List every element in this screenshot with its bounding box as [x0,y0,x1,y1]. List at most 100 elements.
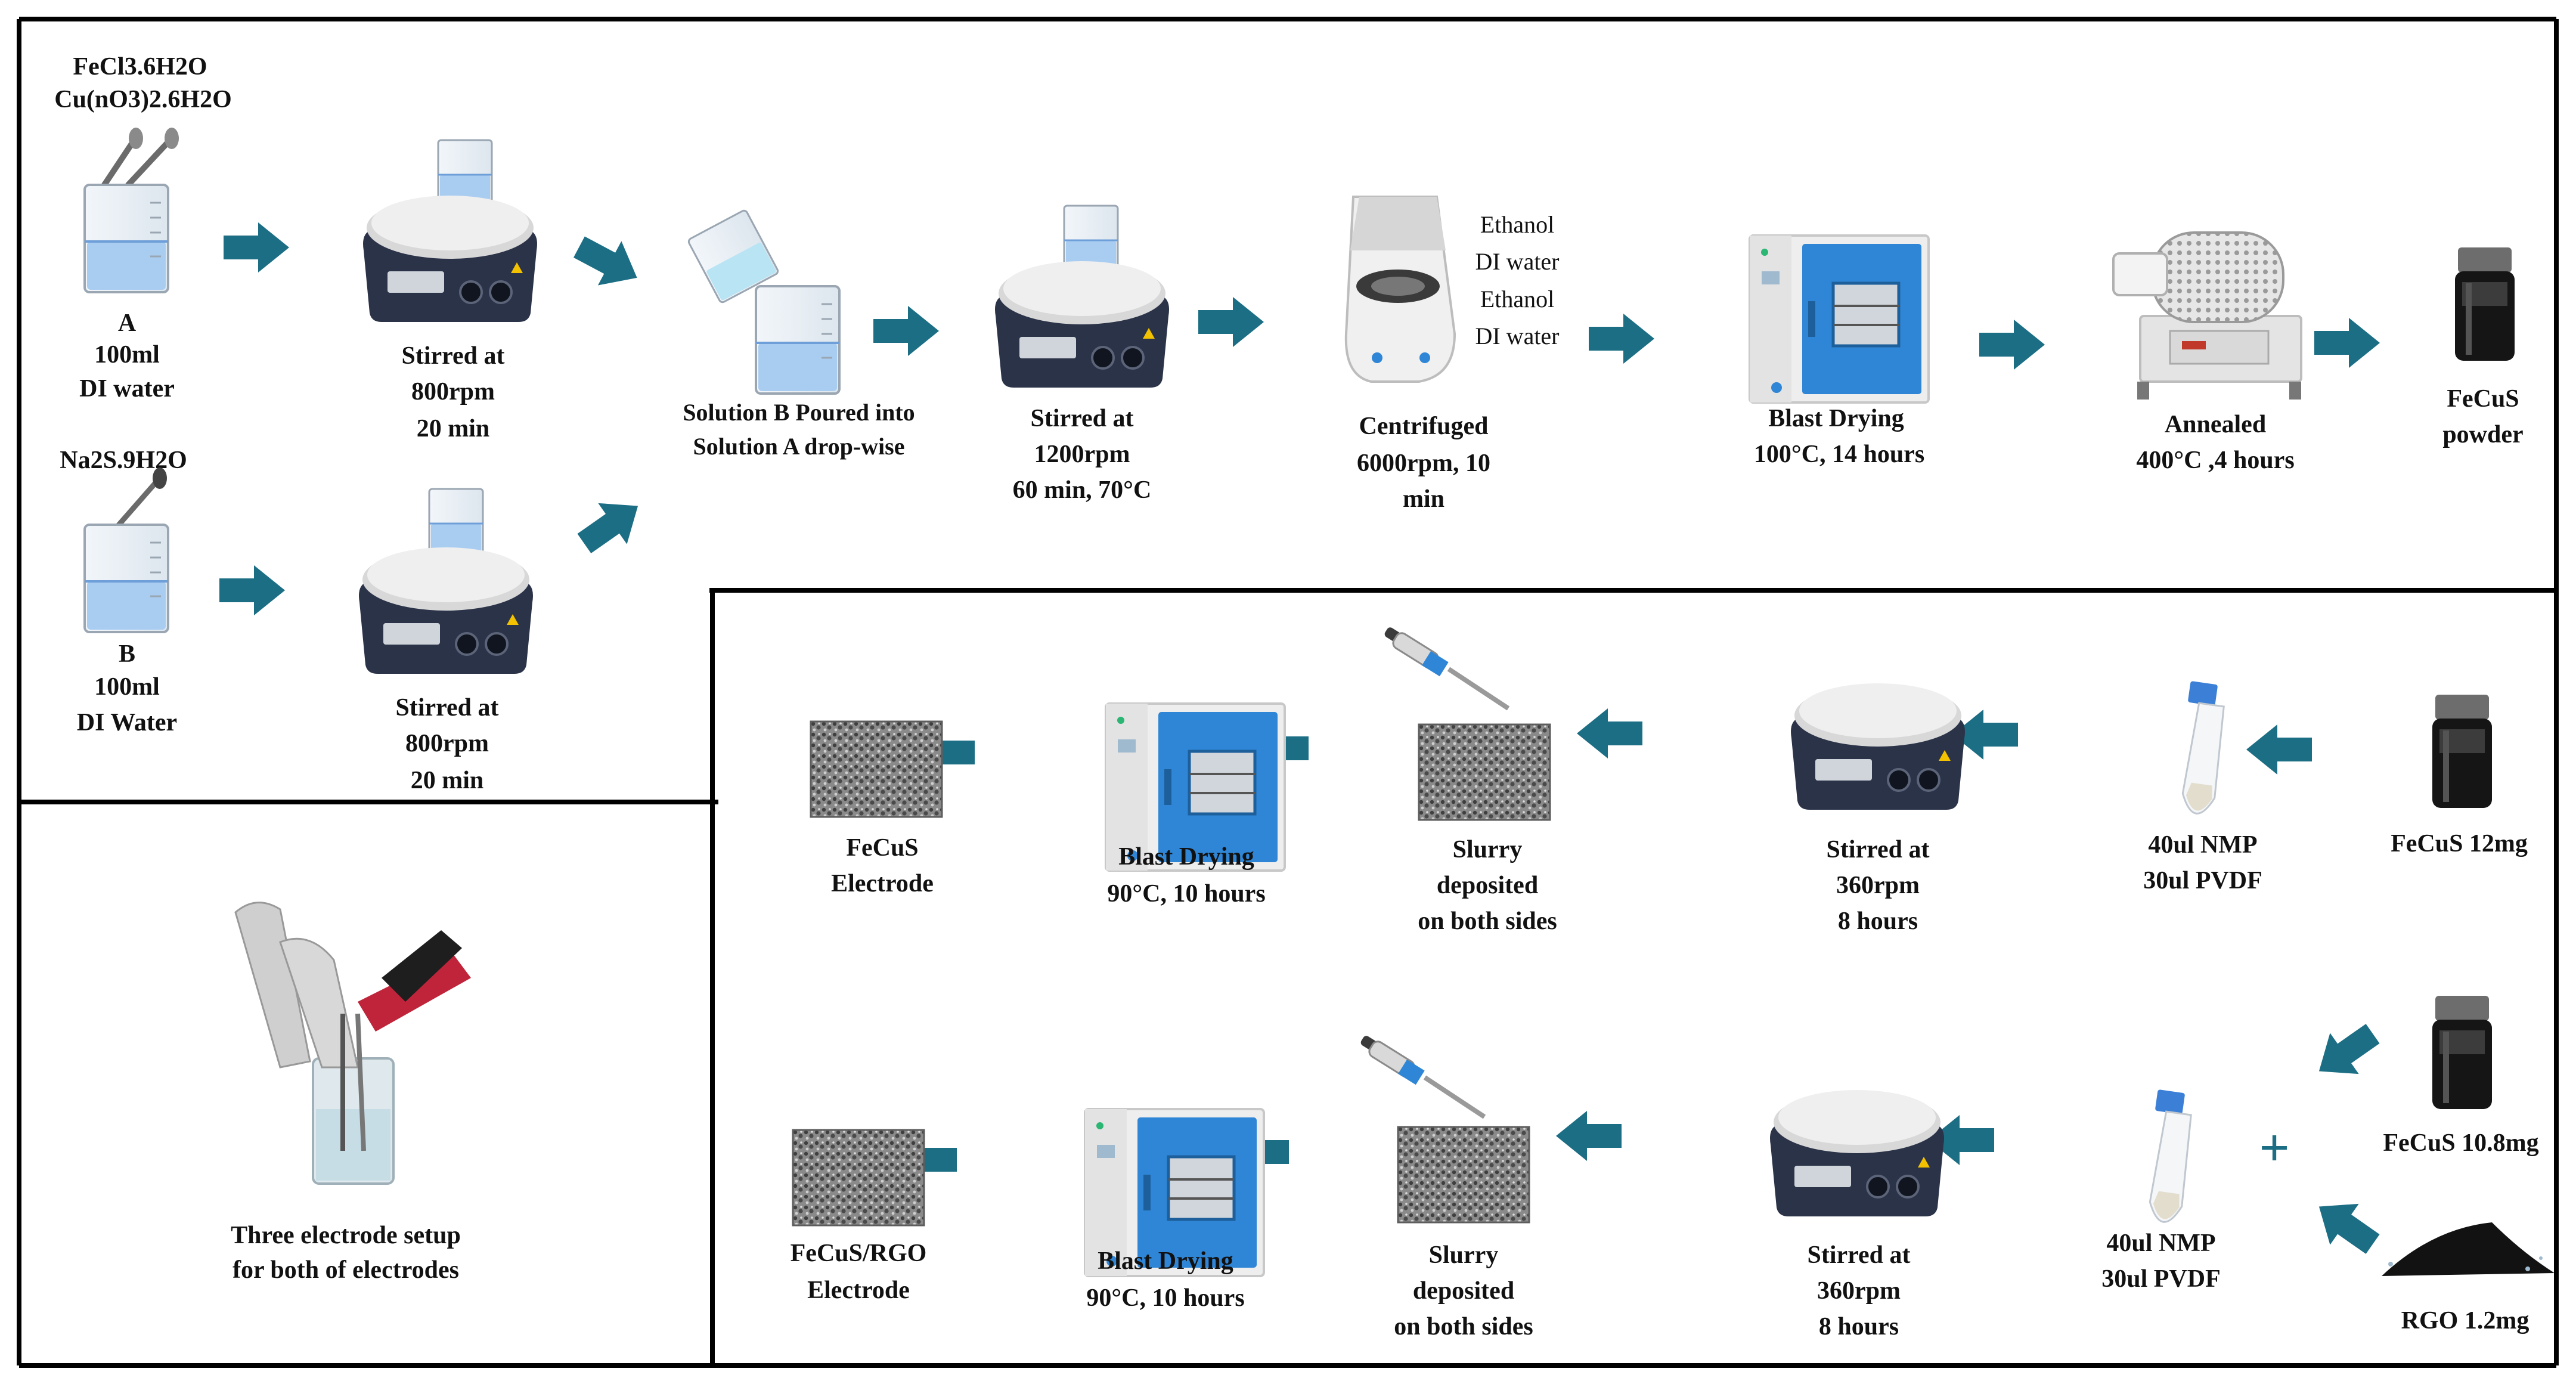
centrifuge-group: Ethanol DI water Ethanol DI water Centri… [1344,196,1560,513]
beaker-b-label-3: DI Water [77,709,177,736]
spatula-icon [101,128,179,188]
row1-electrode-group: FeCuS Electrode [810,720,943,897]
plus-sign: + [2259,1119,2289,1178]
arrow-right-icon [2314,318,2380,368]
row2-binder-label-1: 40ul NMP [2106,1230,2215,1257]
wash-label-4: DI water [1475,323,1559,349]
row2-stir-label-3: 8 hours [1819,1313,1899,1340]
arrow-diagonal-down-icon [567,225,649,300]
receiving-beaker-icon [755,285,841,395]
arrow-right-icon [219,565,285,615]
row1-binder-label-1: 40ul NMP [2148,831,2257,859]
setup-label-1: Three electrode setup [231,1222,461,1249]
magnetic-stirrer-icon [1790,682,1966,811]
centrifuge-tube-icon [2179,680,2228,817]
row1-dry-group: Blast Drying 90°C, 10 hours [1106,704,1285,908]
powder-vial-icon [2455,247,2515,361]
three-electrode-setup-group: Three electrode setup for both of electr… [231,902,471,1284]
row2-dry-group: Blast Drying 90°C, 10 hours [1085,1109,1264,1312]
stir-a-group: Stirred at 800rpm 20 min [362,139,538,442]
row2-powder-group: FeCuS 10.8mg [2383,996,2539,1157]
row1-stir-label-2: 360rpm [1836,872,1920,899]
row1-electrode-label-2: Electrode [831,870,934,897]
row1-stir-group: Stirred at 360rpm 8 hours [1790,682,1966,935]
reagent-a-label-2: Cu(nO3)2.6H2O [54,86,232,113]
anneal-label-1: Annealed [2165,411,2266,438]
centrifuge-label-2: 6000rpm, 10 [1357,450,1490,477]
anneal-label-2: 400°C ,4 hours [2136,447,2294,474]
pouring-beaker-icon [687,209,779,304]
powder-vial-icon [2432,996,2492,1109]
beaker-a-label-2: 100ml [94,341,160,369]
dropper-icon [113,467,167,531]
row1-slurry-group: Slurry deposited on both sides [1383,626,1557,935]
row1-powder-group: FeCuS 12mg [2391,695,2528,857]
nickel-foam-icon [792,1129,925,1227]
blast-drying-top-group: Blast Drying 100°C, 14 hours [1750,236,1929,468]
arrow-diagonal-icon [2304,1013,2388,1092]
row2-powder-label: FeCuS 10.8mg [2383,1129,2538,1157]
beaker-a-label-1: A [118,309,137,337]
arrow-left-icon [1556,1111,1622,1161]
anneal-group: Annealed 400°C ,4 hours [2112,231,2302,474]
centrifuge-label-3: min [1403,485,1444,513]
stir-a-label-1: Stirred at [401,342,504,370]
drying-oven-icon [1750,236,1929,402]
nickel-foam-icon [810,720,943,818]
row2-dry-label-2: 90°C, 10 hours [1086,1284,1244,1312]
row1-slurry-label-3: on both sides [1418,908,1557,935]
electrode-setup-photo [234,902,471,1185]
arrow-left-icon [2246,724,2312,775]
beaker-a-label-3: DI water [79,375,175,402]
row2-slurry-group: Slurry deposited on both sides [1359,1035,1533,1340]
row1-stir-label-3: 8 hours [1838,908,1918,935]
reagent-a-label-1: FeCl3.6H2O [73,53,207,80]
stir-a-label-2: 800rpm [411,378,495,405]
stir-a-label-3: 20 min [417,415,490,442]
arrow-right-icon [873,306,939,356]
dry-top-label-1: Blast Drying [1768,405,1904,432]
stir-c-label-2: 1200rpm [1034,441,1130,468]
pipette-icon [1359,1035,1484,1117]
arrow-right-icon [224,222,289,272]
row2-stir-group: Stirred at 360rpm 8 hours [1769,1089,1945,1340]
stir-b-label-1: Stirred at [395,694,498,721]
wash-label-2: DI water [1475,248,1559,275]
row1-binder-label-2: 30ul PVDF [2143,867,2262,894]
arrow-right-icon [1979,320,2045,370]
magnetic-stirrer-icon [1769,1089,1945,1218]
row2-stir-label-2: 360rpm [1817,1277,1901,1305]
setup-label-2: for both of electrodes [233,1256,459,1284]
row2-stir-label-1: Stirred at [1807,1241,1910,1269]
nickel-foam-icon [1418,723,1551,821]
pour-label-1: Solution B Poured into [683,399,915,426]
beaker-b-icon [83,524,169,633]
centrifuge-icon [1344,196,1456,383]
beaker-b-label-1: B [119,640,135,668]
wash-label-1: Ethanol [1480,211,1554,238]
beaker-b-group: Na2S.9H2O B 100ml DI Water [60,447,187,736]
stir-b-label-3: 20 min [411,767,484,794]
magnetic-stirrer-icon [362,194,538,323]
powder-vial-icon [2432,695,2492,808]
dry-top-label-2: 100°C, 14 hours [1754,441,1924,468]
stir-c-label-1: Stirred at [1030,405,1133,432]
product-label-2: powder [2442,421,2523,448]
centrifuge-tube-icon [2146,1088,2196,1225]
arrow-diagonal-up-icon [569,485,653,564]
row1-stir-label-1: Stirred at [1826,836,1929,863]
beaker-b-label-2: 100ml [94,673,160,701]
stir-b-group: Stirred at 800rpm 20 min [358,488,534,794]
row1-binder-group: 40ul NMP 30ul PVDF [2143,680,2262,894]
arrow-diagonal-icon [2304,1186,2388,1265]
wash-label-3: Ethanol [1480,286,1554,312]
row2-rgo-group: RGO 1.2mg [2382,1222,2555,1334]
row2-slurry-label-1: Slurry [1429,1241,1499,1269]
beaker-a-group: FeCl3.6H2O Cu(nO3)2.6H2O A 100ml DI wate… [54,53,232,402]
row2-slurry-label-2: deposited [1413,1277,1514,1305]
pour-label-2: Solution A drop-wise [693,433,905,460]
centrifuge-label-1: Centrifuged [1359,413,1489,440]
product-label-1: FeCuS [2447,385,2519,413]
frame-lines [17,17,2559,1368]
beaker-a-icon [83,184,169,293]
